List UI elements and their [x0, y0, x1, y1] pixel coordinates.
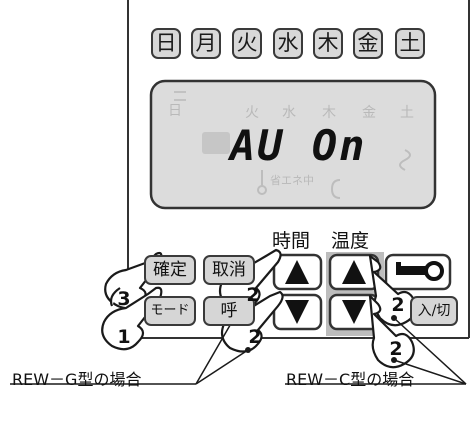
lcd-main-readout: AU On: [230, 121, 367, 170]
temp-up-arrow: [342, 260, 366, 284]
step-number-2-temp-down: 2: [389, 338, 403, 360]
key-icon: [396, 261, 444, 281]
step-number-3: 3: [117, 288, 131, 310]
day-button-thu[interactable]: 木: [313, 28, 343, 59]
temperature-label: 温度: [331, 230, 370, 252]
caption-rew-g: REW－G型の場合: [12, 370, 142, 389]
day-button-fri[interactable]: 金: [353, 28, 383, 59]
temp-down-arrow: [342, 300, 366, 324]
confirm-button[interactable]: 確定: [144, 255, 196, 285]
step-number-2-temp-up: 2: [391, 294, 405, 316]
time-up-arrow: [285, 260, 309, 284]
onoff-button[interactable]: 入/切: [410, 296, 458, 326]
lcd-ghost-day-fri: 金: [362, 105, 376, 121]
time-down-arrow: [285, 300, 309, 324]
cancel-button[interactable]: 取消: [203, 255, 255, 285]
lcd-ghost-day-tue: 火: [245, 105, 259, 121]
step-number-1: 1: [117, 326, 131, 348]
step-number-2-time-down: 2: [248, 326, 262, 348]
lcd-ghost-day-sun: 日: [168, 103, 182, 119]
lcd-ghost-day-wed: 水: [282, 105, 296, 121]
lcd-ghost-block: [202, 132, 230, 154]
lcd-ghost-day-thu: 木: [322, 105, 336, 121]
step-number-2-time-up: 2: [246, 284, 260, 306]
day-button-sat[interactable]: 土: [395, 28, 425, 59]
time-label: 時間: [272, 230, 311, 252]
lcd-screen: [149, 79, 437, 210]
lcd-ghost-day-sat: 土: [400, 105, 414, 121]
mode-button[interactable]: モード: [144, 296, 196, 326]
lcd-ghost-status: 省エネ中: [270, 174, 314, 187]
day-button-tue[interactable]: 火: [232, 28, 262, 59]
day-button-mon[interactable]: 月: [191, 28, 221, 59]
caption-rew-c: REW－C型の場合: [286, 370, 415, 389]
call-button[interactable]: 呼: [203, 296, 255, 326]
day-button-wed[interactable]: 水: [273, 28, 303, 59]
day-button-sun[interactable]: 日: [151, 28, 181, 59]
